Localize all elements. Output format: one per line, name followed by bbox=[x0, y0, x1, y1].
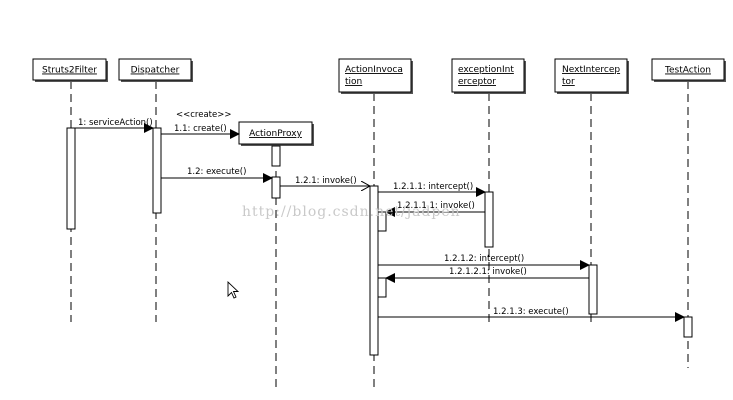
mouse-cursor-icon bbox=[227, 280, 240, 299]
activation-dispatcher bbox=[152, 127, 162, 214]
message-label-m9: 1.2.1.3: execute() bbox=[493, 307, 569, 317]
message-label-m5: 1.2.1.1: intercept() bbox=[393, 182, 473, 192]
participant-dispatcher: Dispatcher bbox=[118, 58, 193, 82]
activation-struts2filter bbox=[66, 127, 76, 230]
create-stereotype: <<create>> bbox=[176, 110, 231, 120]
participant-label-line2: erceptor bbox=[458, 77, 496, 87]
message-label-m7: 1.2.1.2: intercept() bbox=[444, 254, 524, 264]
message-label-m4: 1.2.1: invoke() bbox=[295, 176, 357, 186]
watermark: http://blog.csdn.net/jadpen bbox=[242, 204, 461, 220]
participant-label-line2: tor bbox=[562, 77, 575, 87]
participant-exceptioninterceptor: exceptionInt erceptor bbox=[451, 58, 526, 94]
participant-nextinterceptor: NextIntercep tor bbox=[554, 58, 629, 94]
activation-testaction bbox=[683, 316, 693, 338]
activation-actioninvocation-nested-1 bbox=[377, 211, 387, 232]
message-label-m8: 1.2.1.2.1: invoke() bbox=[449, 267, 527, 277]
participant-label: Dispatcher bbox=[131, 66, 180, 76]
participant-actionproxy: ActionProxy bbox=[238, 121, 314, 146]
participant-label-line1: NextIntercep bbox=[562, 65, 620, 75]
participant-label: TestAction bbox=[664, 66, 711, 76]
message-label-m1: 1: serviceAction() bbox=[78, 118, 153, 128]
participant-label: ActionProxy bbox=[249, 129, 303, 139]
participant-testaction: TestAction bbox=[651, 58, 726, 82]
participant-label-line1: exceptionInt bbox=[458, 65, 514, 75]
message-label-m6: 1.2.1.1.1: invoke() bbox=[397, 201, 475, 211]
activation-actionproxy-create bbox=[271, 145, 281, 167]
message-label-m3: 1.2: execute() bbox=[187, 167, 246, 177]
participant-actioninvocation: ActionInvoca tion bbox=[338, 58, 413, 94]
activation-actionproxy-execute bbox=[271, 176, 281, 199]
participant-label-line1: ActionInvoca bbox=[345, 65, 403, 75]
participant-label-line2: tion bbox=[345, 77, 362, 87]
activation-actioninvocation-nested-2 bbox=[377, 277, 387, 298]
participant-struts2filter: Struts2Filter bbox=[32, 58, 108, 82]
activation-nextinterceptor bbox=[588, 264, 598, 315]
activation-actioninvocation bbox=[369, 185, 379, 356]
message-label-m2: 1.1: create() bbox=[174, 124, 227, 134]
participant-label: Struts2Filter bbox=[42, 66, 97, 76]
activation-exceptioninterceptor bbox=[484, 191, 494, 248]
